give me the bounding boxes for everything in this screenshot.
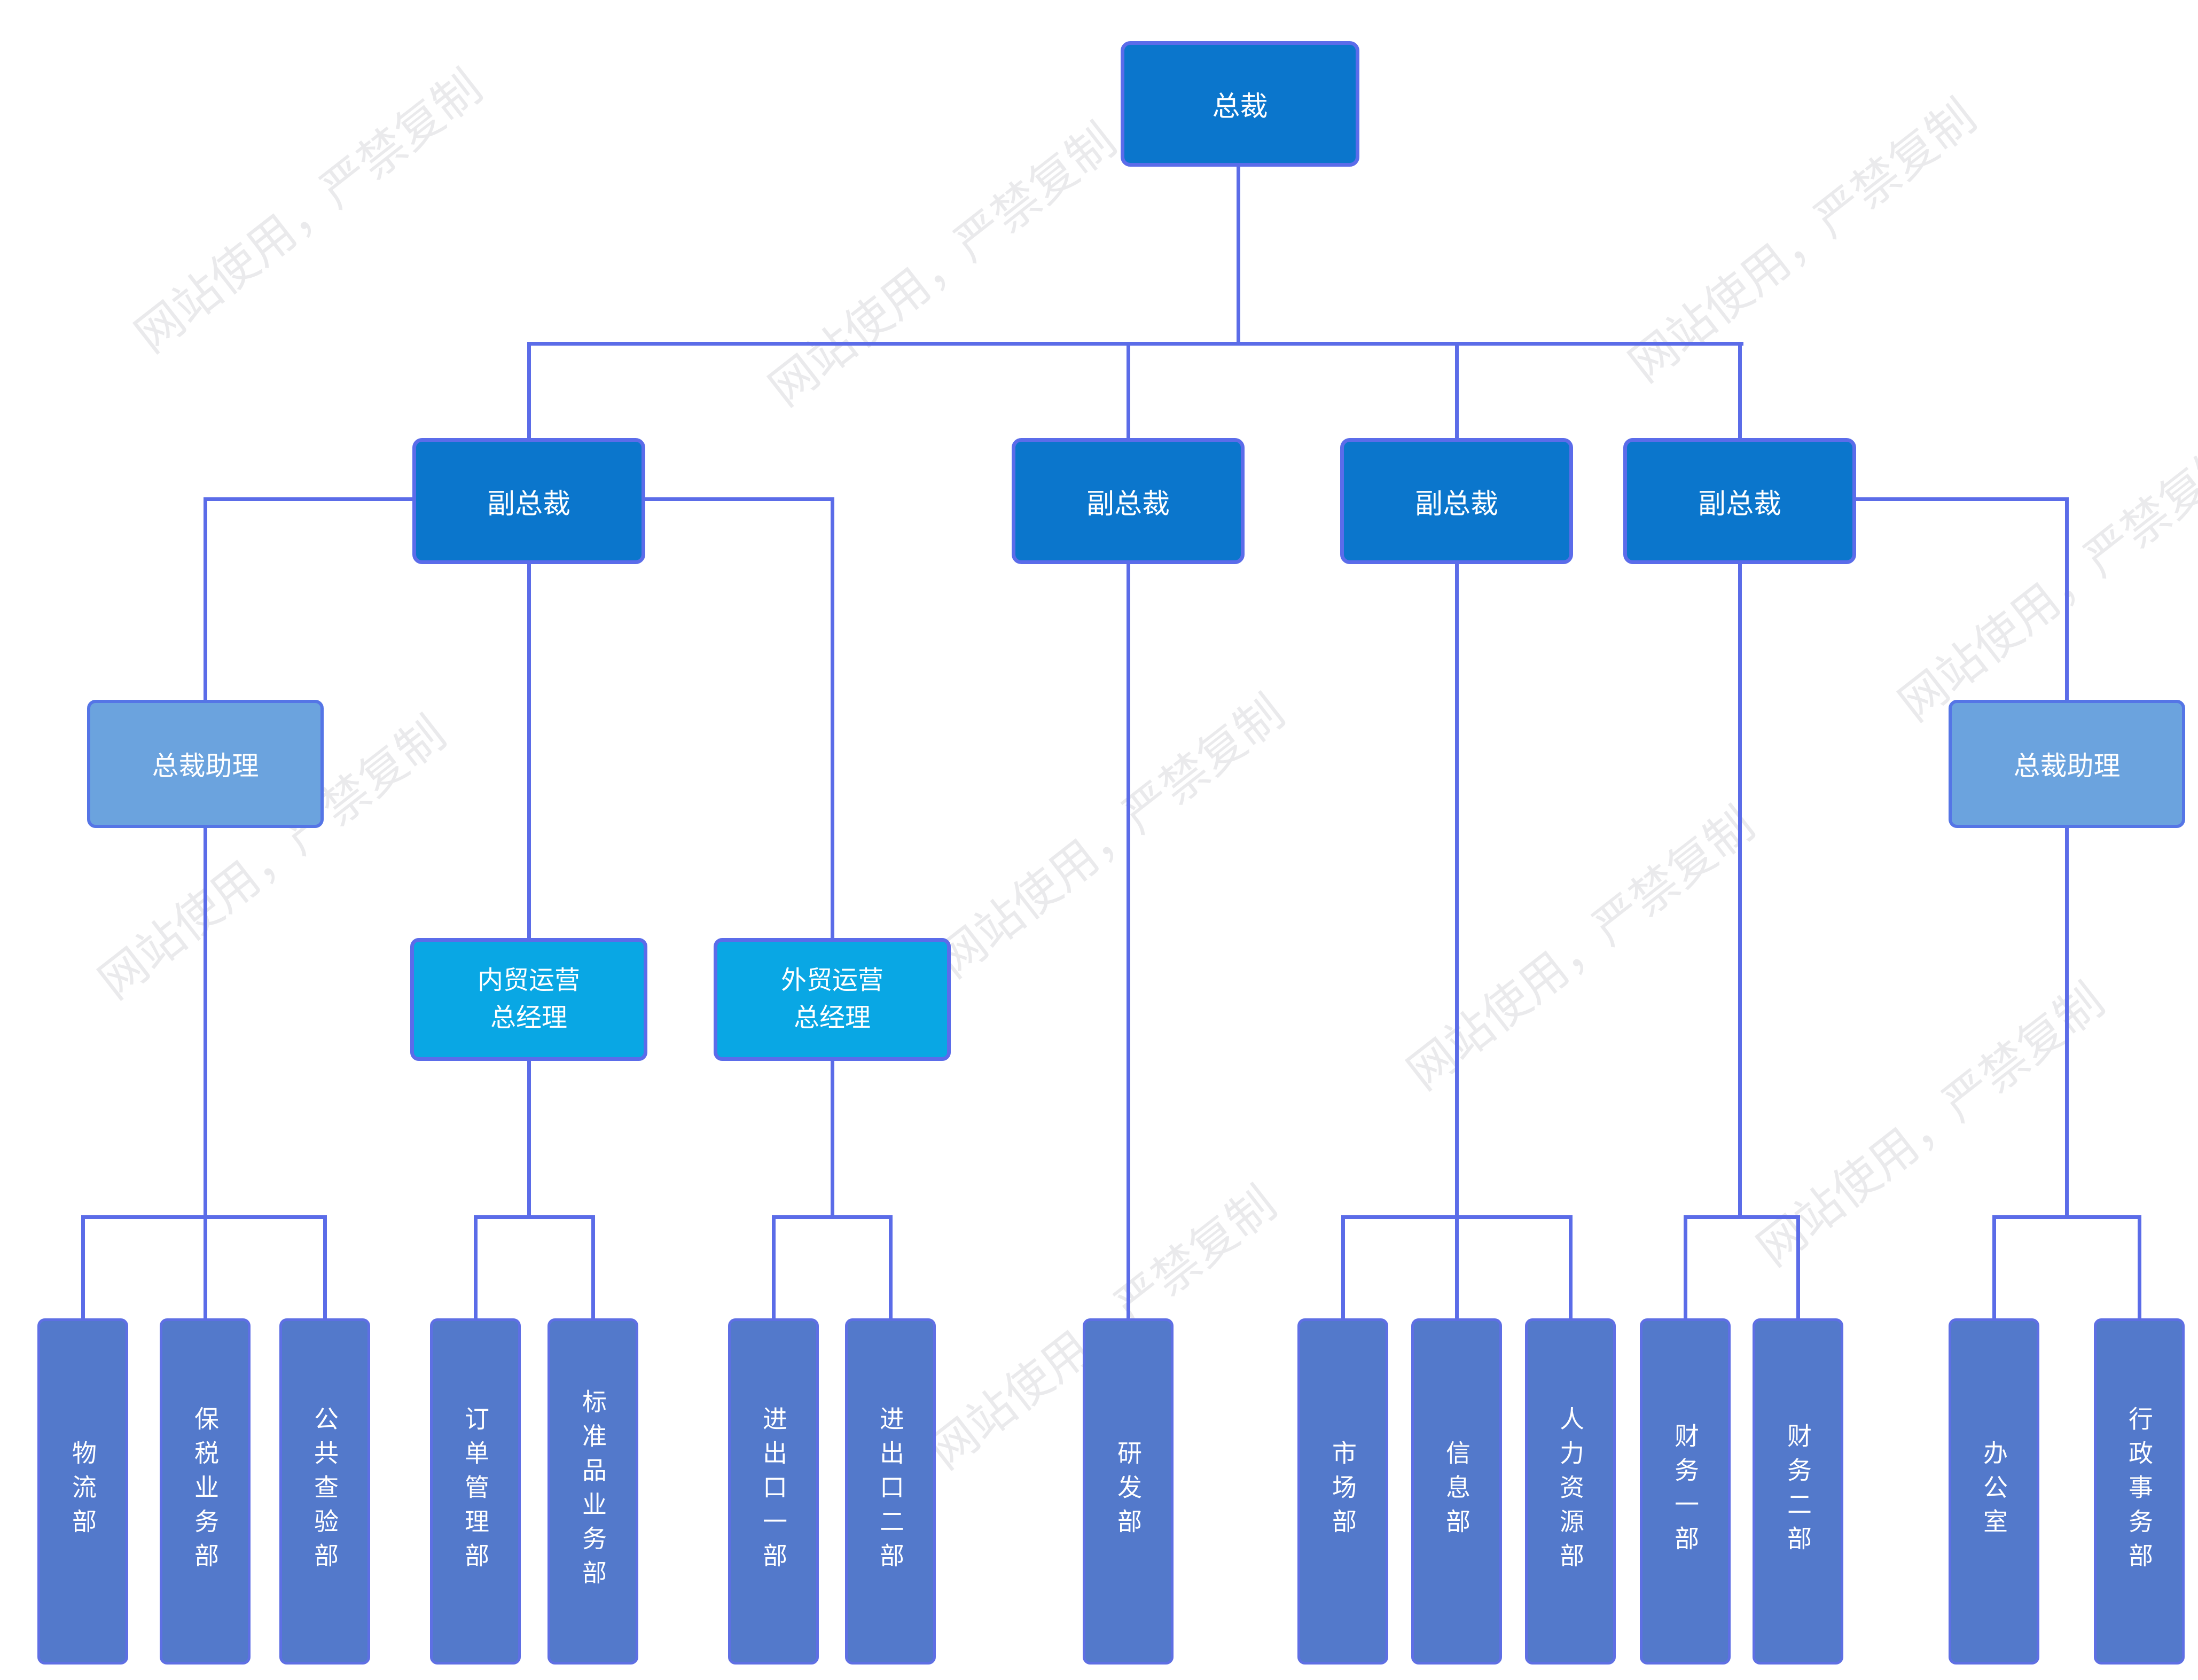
connector-line [831, 497, 834, 938]
connector-line [1455, 342, 1459, 438]
connector-line [831, 1061, 834, 1219]
connector-line [889, 1215, 893, 1318]
dept-label: 保税业务部 [191, 1406, 219, 1577]
dept-label: 市场部 [1329, 1440, 1357, 1543]
connector-line [527, 1061, 531, 1219]
dept-label: 研发部 [1114, 1440, 1142, 1543]
org-node-dept-finance-2[interactable]: 财务二部 [1753, 1318, 1843, 1665]
org-node-dept-logistics[interactable]: 物流部 [37, 1318, 128, 1665]
org-node-dept-order-management[interactable]: 订单管理部 [430, 1318, 521, 1665]
dept-label: 进出口二部 [877, 1406, 904, 1577]
dept-label: 标准品业务部 [579, 1389, 607, 1594]
dept-label: 物流部 [69, 1440, 97, 1543]
dept-label: 人力资源部 [1556, 1406, 1584, 1577]
org-node-dept-information[interactable]: 信息部 [1411, 1318, 1502, 1665]
connector-line [1992, 1215, 2141, 1219]
dept-label: 订单管理部 [461, 1406, 489, 1577]
org-node-vp-4[interactable]: 副总裁 [1623, 438, 1856, 564]
connector-line [527, 342, 531, 438]
org-node-vp-2[interactable]: 副总裁 [1012, 438, 1245, 564]
connector-line [1684, 1215, 1687, 1318]
connector-line [1569, 1215, 1573, 1318]
connector-line [1127, 564, 1130, 1318]
org-node-gm-foreign-trade[interactable]: 外贸运营 总经理 [714, 938, 951, 1061]
watermark-text: 网站使用，严禁复制 [1397, 797, 1764, 1100]
connector-line [81, 1215, 326, 1219]
org-node-vp-1[interactable]: 副总裁 [412, 438, 645, 564]
org-node-dept-marketing[interactable]: 市场部 [1297, 1318, 1388, 1665]
connector-line [1237, 167, 1240, 344]
connector-line [323, 1215, 327, 1318]
org-node-dept-standard-products[interactable]: 标准品业务部 [547, 1318, 638, 1665]
connector-line [1856, 497, 2068, 501]
org-node-assistant-left[interactable]: 总裁助理 [87, 700, 324, 828]
dept-label: 公共查验部 [311, 1406, 339, 1577]
watermark-text: 网站使用，严禁复制 [125, 60, 491, 363]
dept-label: 财务二部 [1784, 1423, 1812, 1560]
connector-line [1455, 564, 1459, 1318]
connector-line [1341, 1215, 1572, 1219]
watermark-text: 网站使用，严禁复制 [759, 113, 1125, 416]
org-node-gm-domestic-trade[interactable]: 内贸运营 总经理 [410, 938, 647, 1061]
org-node-dept-human-resources[interactable]: 人力资源部 [1525, 1318, 1616, 1665]
watermark-text: 网站使用，严禁复制 [1619, 89, 1985, 392]
connector-line [1738, 564, 1742, 1219]
org-node-dept-office[interactable]: 办公室 [1949, 1318, 2039, 1665]
connector-line [1992, 1215, 1996, 1318]
dept-label: 办公室 [1980, 1440, 2008, 1543]
connector-line [204, 497, 207, 1318]
org-node-dept-import-export-2[interactable]: 进出口二部 [845, 1318, 936, 1665]
org-node-dept-import-export-1[interactable]: 进出口一部 [728, 1318, 819, 1665]
gm-label-line: 总经理 [490, 1004, 567, 1032]
connector-line [1341, 1215, 1345, 1318]
connector-line [591, 1215, 595, 1318]
dept-label: 财务一部 [1671, 1423, 1699, 1560]
connector-line [474, 1215, 595, 1219]
gm-label-line: 内贸运营 [477, 966, 580, 995]
org-node-dept-admin-affairs[interactable]: 行政事务部 [2094, 1318, 2185, 1665]
org-node-president[interactable]: 总裁 [1121, 41, 1359, 167]
connector-line [2065, 497, 2069, 1219]
gm-label-line: 总经理 [793, 1004, 871, 1032]
org-node-dept-bonded-business[interactable]: 保税业务部 [160, 1318, 251, 1665]
dept-label: 信息部 [1443, 1440, 1470, 1543]
connector-line [1796, 1215, 1800, 1318]
org-node-vp-3[interactable]: 副总裁 [1340, 438, 1573, 564]
dept-label: 进出口一部 [760, 1406, 787, 1577]
watermark-text: 网站使用，严禁复制 [1889, 428, 2198, 731]
org-node-dept-finance-1[interactable]: 财务一部 [1640, 1318, 1731, 1665]
connector-line [204, 497, 412, 501]
connector-line [772, 1215, 776, 1318]
connector-line [2138, 1215, 2141, 1318]
connector-line [645, 497, 834, 501]
org-node-assistant-right[interactable]: 总裁助理 [1949, 700, 2185, 828]
org-node-dept-rnd[interactable]: 研发部 [1083, 1318, 1174, 1665]
gm-label-line: 外贸运营 [780, 966, 883, 995]
connector-line [527, 342, 1743, 346]
connector-line [1127, 342, 1130, 438]
connector-line [527, 564, 531, 938]
connector-line [772, 1215, 892, 1219]
org-node-dept-public-inspection[interactable]: 公共查验部 [279, 1318, 370, 1665]
connector-line [474, 1215, 478, 1318]
dept-label: 行政事务部 [2125, 1406, 2153, 1577]
connector-line [1738, 342, 1742, 438]
connector-line [1684, 1215, 1800, 1219]
connector-line [81, 1215, 85, 1318]
watermark-text: 网站使用，严禁复制 [927, 685, 1294, 988]
